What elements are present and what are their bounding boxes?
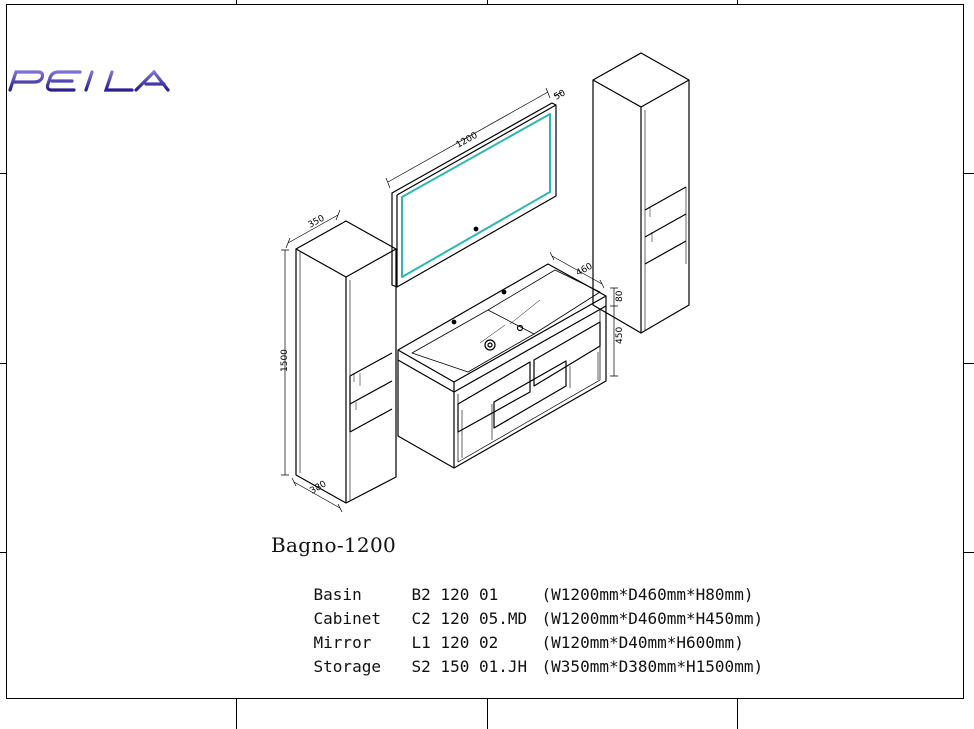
dimension-lines <box>281 87 618 513</box>
spec-dims: (W1200mm*D460mm*H80mm) <box>541 585 754 604</box>
frame-tick <box>737 699 738 729</box>
frame-tick <box>737 0 738 5</box>
frame-tick <box>236 0 237 5</box>
spec-row: Mirror L1 120 02 (W120mm*D40mm*H600mm) <box>275 614 763 652</box>
spec-table: Basin B2 120 01 (W1200mm*D460mm*H80mm) Cab… <box>275 566 764 676</box>
frame-tick <box>487 0 488 5</box>
sheet-frame <box>6 4 964 699</box>
dim-cabinet-height: 450 <box>615 327 625 344</box>
dim-storage-height: 1500 <box>280 349 290 372</box>
dim-mirror-width: 1200 <box>455 131 480 151</box>
spec-name: Storage <box>313 657 381 676</box>
spec-dims: (W120mm*D40mm*H600mm) <box>541 633 744 652</box>
spec-name: Mirror <box>313 633 372 652</box>
left-storage-tower <box>295 220 397 504</box>
frame-tick <box>0 173 6 174</box>
spec-dims: (W1200mm*D460mm*H450mm) <box>541 609 764 628</box>
spec-row: Basin B2 120 01 (W1200mm*D460mm*H80mm) <box>275 566 763 604</box>
spec-code: L1 120 02 <box>411 633 499 652</box>
spec-row: Cabinet C2 120 05.MD (W1200mm*D460mm*H450m… <box>275 590 764 628</box>
dim-basin-height: 80 <box>615 290 625 302</box>
dim-storage-depth: 380 <box>309 479 329 496</box>
spec-name: Basin <box>313 585 362 604</box>
dim-basin-depth: 460 <box>575 261 595 278</box>
frame-tick <box>964 173 974 174</box>
frame-tick <box>236 699 237 729</box>
mirror <box>391 102 557 288</box>
frame-tick <box>964 363 974 364</box>
vanity-cabinet <box>397 263 607 469</box>
frame-tick <box>964 552 974 553</box>
right-storage-tower <box>592 52 690 334</box>
spec-code: C2 120 05.MD <box>411 609 528 628</box>
frame-tick <box>487 699 488 729</box>
product-title: Bagno-1200 <box>271 533 397 557</box>
frame-tick <box>0 363 6 364</box>
spec-code: B2 120 01 <box>411 585 499 604</box>
frame-tick <box>0 552 6 553</box>
spec-name: Cabinet <box>313 609 381 628</box>
spec-dims: (W350mm*D380mm*H1500mm) <box>541 657 764 676</box>
peila-logo <box>8 69 170 92</box>
spec-row: Storage S2 150 01.JH (W350mm*D380mm*H1500m… <box>275 638 764 676</box>
dim-mirror-depth: 50 <box>553 88 568 102</box>
spec-code: S2 150 01.JH <box>411 657 528 676</box>
dim-storage-width: 350 <box>307 213 327 230</box>
